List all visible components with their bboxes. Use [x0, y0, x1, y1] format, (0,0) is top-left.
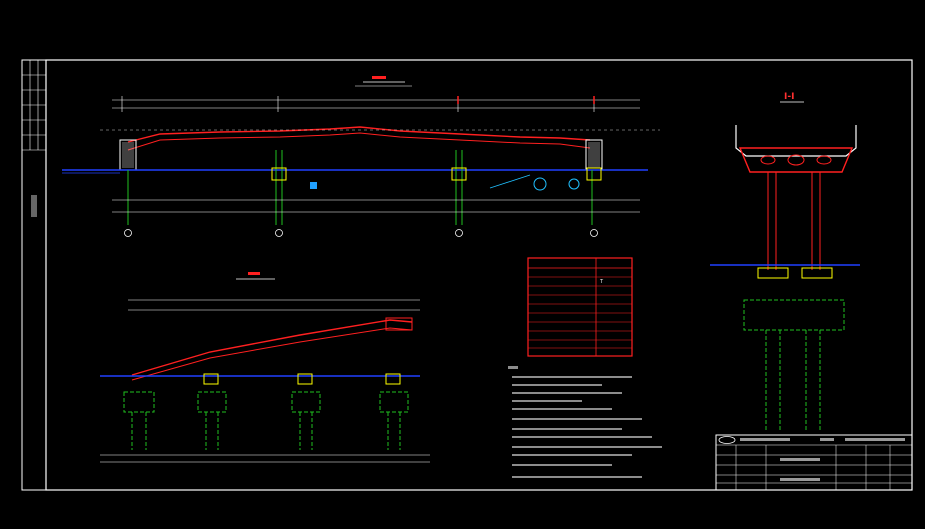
ramp-elevation-view — [100, 272, 430, 463]
bridge-elevation-view — [62, 76, 660, 237]
title-block — [715, 434, 913, 491]
table-note: T — [599, 279, 604, 285]
section-mark-label: I-I — [784, 92, 794, 102]
general-notes — [508, 366, 662, 478]
quantity-table: T — [527, 257, 633, 357]
sheet-frame — [21, 59, 913, 491]
bridge-cross-section-view: I-I — [710, 92, 860, 430]
company-logo-icon — [718, 436, 736, 444]
